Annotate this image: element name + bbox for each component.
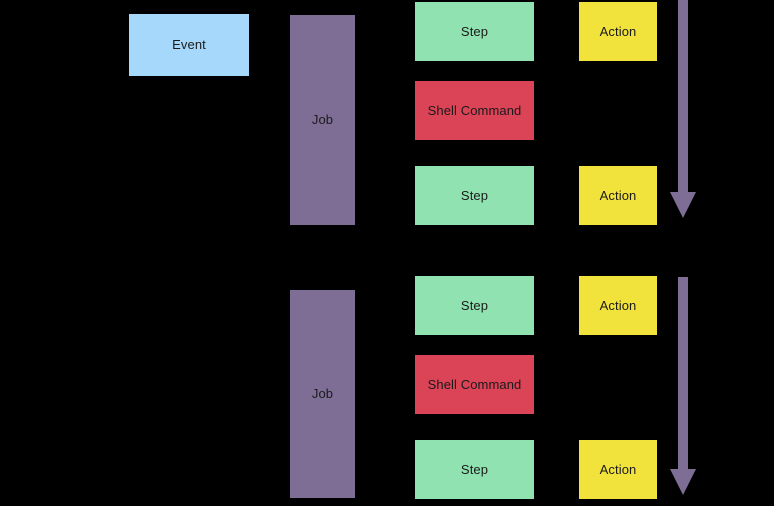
node-label: Step xyxy=(460,297,489,313)
node-label: Shell Command xyxy=(427,102,522,118)
node-action[interactable]: Action xyxy=(579,166,657,225)
node-event[interactable]: Event xyxy=(129,14,249,76)
node-shell_command[interactable]: Shell Command xyxy=(415,81,534,140)
node-label: Step xyxy=(460,187,489,203)
node-step[interactable]: Step xyxy=(415,440,534,499)
flow-arrow-down-icon xyxy=(668,277,698,495)
node-action[interactable]: Action xyxy=(579,276,657,335)
node-step[interactable]: Step xyxy=(415,166,534,225)
node-label: Action xyxy=(599,297,637,313)
node-action[interactable]: Action xyxy=(579,2,657,61)
node-label: Step xyxy=(460,23,489,39)
node-shell_command[interactable]: Shell Command xyxy=(415,355,534,414)
node-label: Step xyxy=(460,461,489,477)
flow-arrow-down-icon xyxy=(668,0,698,218)
node-job[interactable]: Job xyxy=(290,290,355,498)
node-label: Action xyxy=(599,23,637,39)
node-step[interactable]: Step xyxy=(415,276,534,335)
node-label: Shell Command xyxy=(427,376,522,392)
node-label: Job xyxy=(311,386,334,402)
node-step[interactable]: Step xyxy=(415,2,534,61)
node-label: Event xyxy=(172,37,206,53)
node-label: Action xyxy=(599,187,637,203)
node-label: Action xyxy=(599,461,637,477)
node-label: Job xyxy=(311,112,334,128)
node-action[interactable]: Action xyxy=(579,440,657,499)
node-job[interactable]: Job xyxy=(290,15,355,225)
